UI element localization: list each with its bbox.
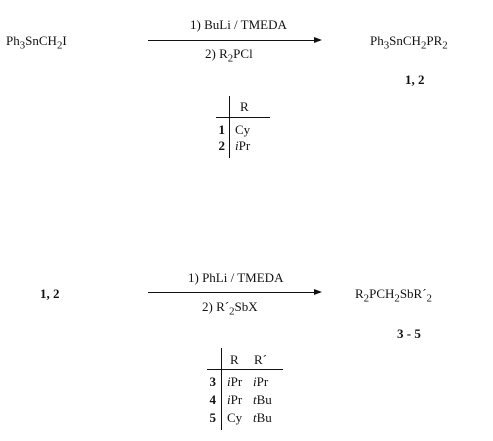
table-2-row-r-prime: tBu: [253, 392, 272, 407]
table-1-vline: [229, 96, 230, 158]
reaction-arrow-2: [148, 289, 322, 295]
product-2: R2PCH2SbR´2: [355, 286, 432, 305]
product-1-label: 1, 2: [405, 72, 425, 87]
table-2-row-r-prime: tBu: [253, 410, 272, 425]
table-1-row-r: iPr: [235, 138, 251, 153]
table-1-row-r: Cy: [235, 122, 251, 137]
reaction-arrow-1: [148, 37, 322, 43]
product-1: Ph3SnCH2PR2: [370, 33, 448, 52]
table-2-row-r: iPr: [227, 392, 243, 407]
table-2-row-r: iPr: [227, 374, 243, 389]
table-2-row-r-prime: iPr: [253, 374, 269, 389]
table-2-hline: [207, 369, 283, 370]
table-1-row-num: 1: [218, 122, 226, 137]
reagent-1-step2: 2) R2PCl: [205, 46, 253, 65]
table-1-header-r: R: [240, 99, 249, 114]
reactant-1: Ph3SnCH2I: [6, 33, 67, 52]
table-2-row-num: 4: [209, 392, 217, 407]
table-2-row-num: 5: [209, 410, 217, 425]
reactant-2-label: 1, 2: [40, 286, 60, 301]
table-1-hline: [216, 117, 270, 118]
table-2-header-r: R: [230, 352, 239, 367]
reagent-2-step2: 2) R´2SbX: [202, 299, 258, 318]
reagent-1-step1: 1) BuLi / TMEDA: [190, 17, 287, 32]
reagent-2-step1: 1) PhLi / TMEDA: [188, 270, 284, 285]
table-2-vline: [221, 348, 222, 430]
table-1-row-num: 2: [218, 138, 226, 153]
table-2-row-num: 3: [209, 374, 217, 389]
product-2-label: 3 - 5: [397, 326, 421, 341]
table-2-header-r-prime: R´: [254, 352, 267, 367]
table-2-row-r: Cy: [227, 410, 243, 425]
